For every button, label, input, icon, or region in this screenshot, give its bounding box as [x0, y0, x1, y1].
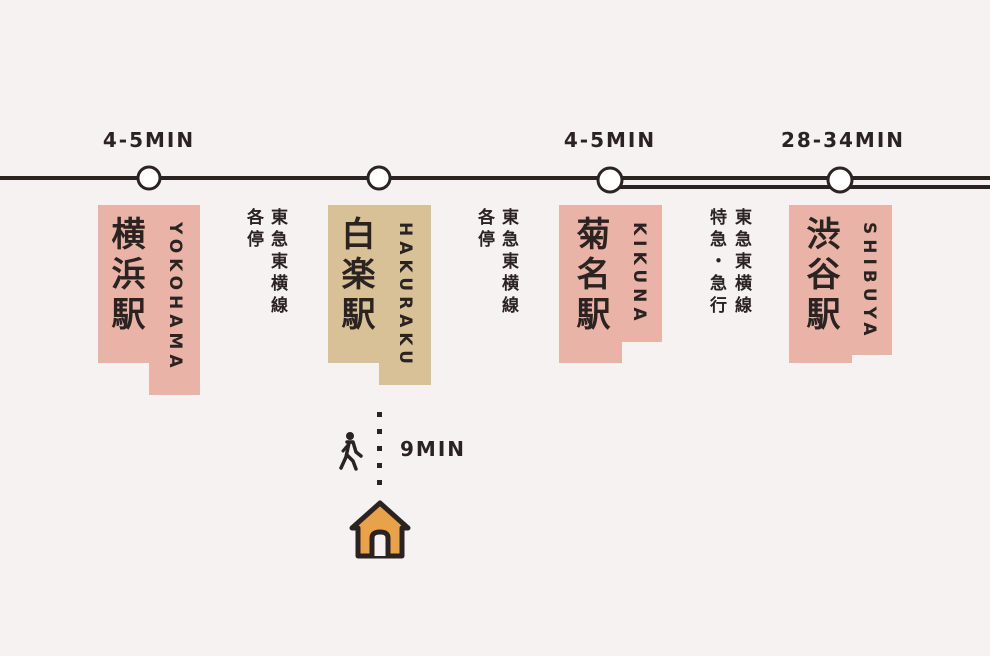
travel-time-kikuna-shibuya: 28-34MIN — [780, 128, 906, 152]
service-line-seg1: 東急東横線 — [267, 208, 287, 318]
station-marker-kikuna[interactable] — [596, 166, 624, 194]
station-box-hakuraku — [328, 205, 431, 385]
station-box-yokohama — [98, 205, 200, 395]
service-type-seg3: 特急・急行 — [706, 208, 726, 318]
house-icon — [349, 500, 411, 559]
service-type-seg2: 各停 — [474, 208, 494, 252]
walking-time: 9MIN — [400, 437, 466, 461]
service-line-seg2: 東急東横線 — [498, 208, 518, 318]
station-name-roman-yokohama: YOKOHAMA — [165, 222, 185, 373]
station-name-kanji-kikuna: 菊名駅 — [570, 216, 610, 336]
station-marker-shibuya[interactable] — [826, 166, 854, 194]
travel-time-yokohama-hakuraku: 4-5MIN — [102, 128, 196, 152]
station-name-kanji-hakuraku: 白楽駅 — [335, 216, 375, 336]
walking-path-dots — [377, 412, 382, 485]
service-type-seg1: 各停 — [243, 208, 263, 252]
station-marker-yokohama[interactable] — [136, 165, 162, 191]
station-marker-hakuraku[interactable] — [366, 165, 392, 191]
station-box-shibuya — [789, 205, 892, 363]
station-name-kanji-yokohama: 横浜駅 — [105, 216, 145, 336]
walking-person-icon — [339, 432, 363, 471]
service-line-seg3: 東急東横線 — [731, 208, 751, 318]
station-name-roman-hakuraku: HAKURAKU — [395, 222, 415, 369]
station-name-roman-kikuna: KIKUNA — [629, 222, 649, 326]
travel-time-hakuraku-kikuna: 4-5MIN — [563, 128, 657, 152]
station-box-kikuna — [559, 205, 662, 363]
station-name-kanji-shibuya: 渋谷駅 — [800, 216, 840, 336]
station-name-roman-shibuya: SHIBUYA — [859, 222, 879, 341]
